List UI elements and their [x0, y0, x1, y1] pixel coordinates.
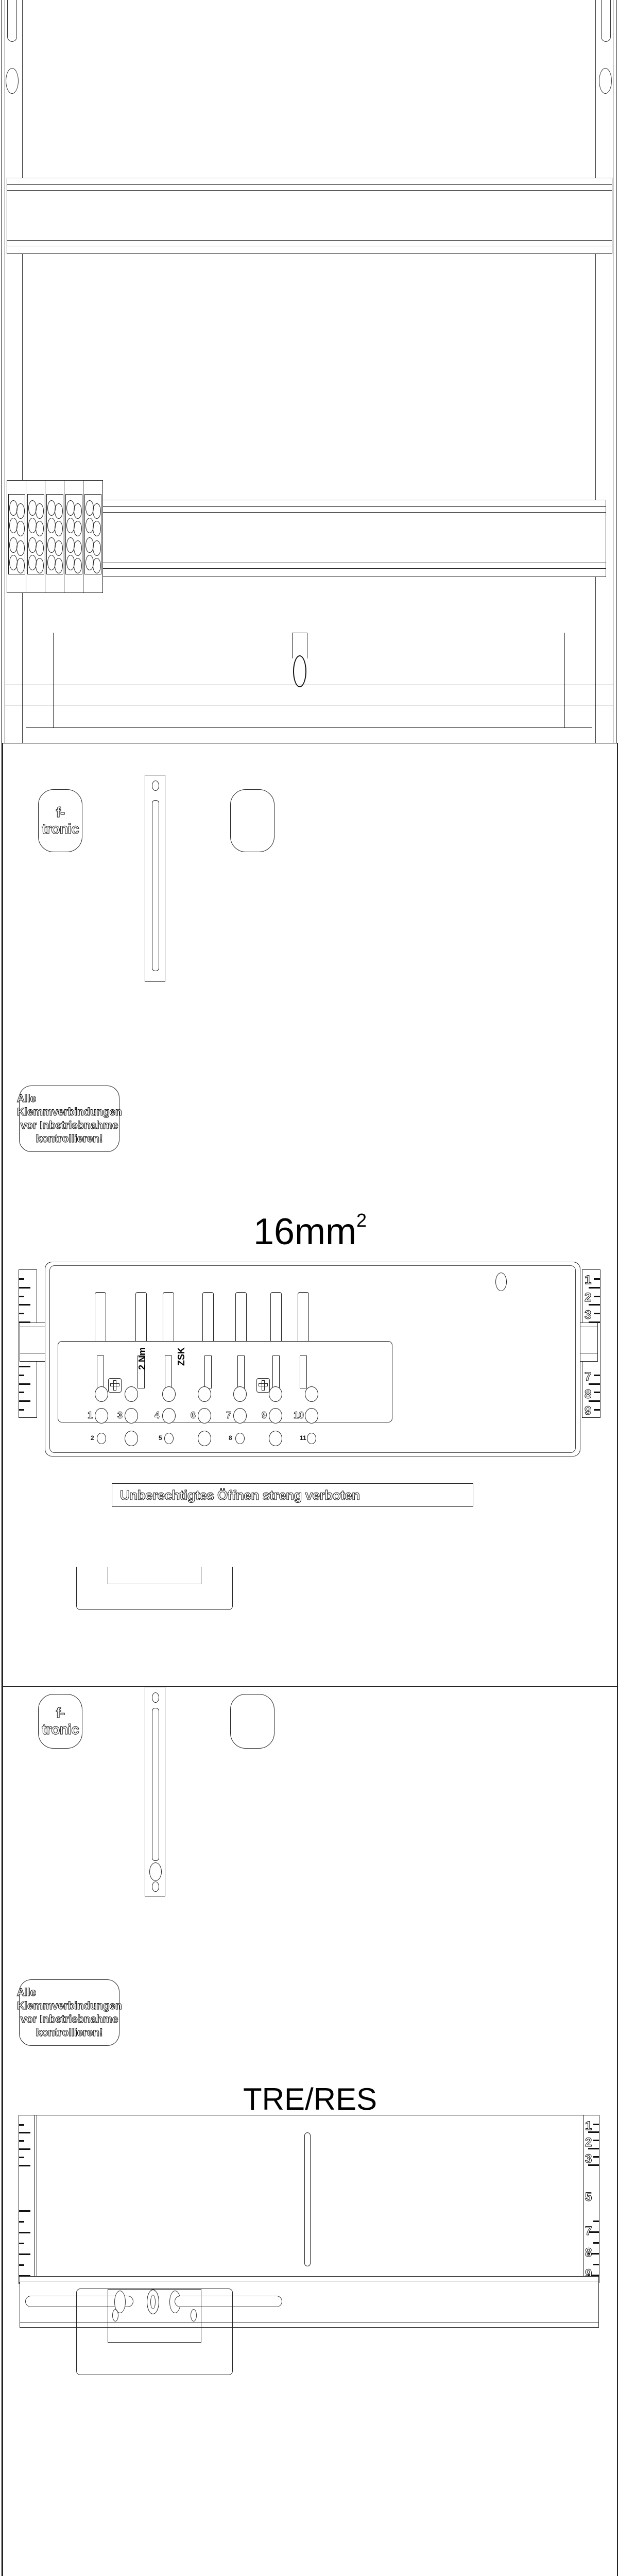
warning-plate: Alle Klemmverbindungen vor Inbetriebnahm…	[16, 1979, 122, 2046]
terminal-number: 8	[229, 1434, 232, 1442]
brand-logo: f-tronic	[42, 1705, 80, 1738]
cover-plate	[76, 1567, 233, 1610]
terminal-number: 6	[191, 1410, 196, 1420]
warning-line-3: kontrollieren!	[36, 2026, 103, 2039]
scale-number: 8	[585, 2246, 592, 2260]
mounting-hole-top-left	[6, 68, 19, 94]
terminal-module	[45, 480, 65, 593]
notice-strip: Unberechtigtes Öffnen streng verboten	[112, 1483, 473, 1507]
warning-line-2: vor Inbetriebnahme	[20, 2013, 118, 2025]
contact-pin	[135, 1292, 147, 1343]
contact-pin	[235, 1292, 247, 1343]
terminal-module	[26, 480, 46, 593]
warning-plate: Alle Klemmverbindungen vor Inbetriebnahm…	[16, 1086, 122, 1152]
cross-section-superscript: 2	[356, 1210, 367, 1231]
brand-plate: f-tronic	[38, 1694, 82, 1749]
socket-round-hole	[495, 1273, 507, 1291]
mounting-slot-strip	[145, 775, 165, 982]
scale-number: 2	[584, 1291, 592, 1304]
mounting-slot-strip	[145, 1687, 165, 1896]
tre-res-panel: f-tronic Alle Klemmverbindungen vor Inbe…	[2, 1686, 618, 2576]
warning-line-1: Alle Klemmverbindungen	[16, 1986, 122, 2012]
notice-text: Unberechtigtes Öffnen streng verboten	[119, 1487, 360, 1503]
scale-number: 7	[584, 1370, 592, 1384]
cross-section-label: 16mm2	[3, 1210, 617, 1252]
tre-res-title: TRE/RES	[243, 2082, 377, 2116]
tre-cover-plate	[76, 2289, 233, 2375]
contact-pin	[298, 1292, 309, 1343]
blank-plate	[230, 1694, 274, 1749]
contact-pin	[95, 1292, 106, 1343]
contact-pin	[163, 1292, 174, 1343]
torque-label: 2 Nm	[137, 1347, 147, 1370]
scale-number: 1	[585, 2119, 592, 2133]
terminal-module	[64, 480, 84, 593]
fixing-screw	[108, 1378, 122, 1393]
scale-number: 3	[585, 2152, 592, 2166]
terminal-number: 1	[88, 1410, 93, 1420]
contact-pin	[270, 1292, 282, 1343]
scale-number: 1	[584, 1273, 592, 1287]
upper-section	[0, 0, 618, 742]
terminal-number: 5	[159, 1434, 162, 1442]
scale-number: 2	[585, 2136, 592, 2149]
din-rail	[7, 500, 606, 577]
cross-section-value: 16mm	[253, 1211, 356, 1252]
center-mount-clip	[292, 633, 307, 658]
upper-base-strip	[5, 685, 613, 705]
terminal-number: 3	[117, 1410, 123, 1420]
scale-number: 5	[585, 2190, 592, 2204]
right-scale: 1 2 3 5 7 8 9	[584, 2115, 599, 2283]
stepped-bracket	[26, 633, 592, 728]
socket-type-label: ZSK	[176, 1347, 186, 1366]
meter-panel: f-tronic Alle Klemmverbindungen vor Inbe…	[2, 743, 618, 1687]
terminal-module	[7, 480, 27, 593]
warning-line-1: Alle Klemmverbindungen	[16, 1092, 122, 1118]
terminal-block	[7, 480, 104, 593]
tre-mount-frame	[19, 2115, 599, 2283]
fixing-screw	[256, 1378, 270, 1393]
center-mount-hole	[293, 655, 306, 687]
rail-slot-top-right	[601, 0, 611, 42]
mounting-hole-top-right	[599, 68, 612, 94]
contact-pin	[202, 1292, 214, 1343]
rail-slot-top-left	[7, 0, 17, 42]
brand-logo: f-tronic	[42, 804, 80, 837]
brand-plate: f-tronic	[38, 789, 82, 852]
scale-number: 9	[584, 1404, 592, 1418]
terminal-number: 4	[154, 1410, 160, 1420]
terminal-module	[83, 480, 103, 593]
scale-number: 3	[584, 1308, 592, 1322]
scale-number: 7	[585, 2224, 592, 2238]
terminal-number: 9	[262, 1410, 267, 1420]
warning-line-3: kontrollieren!	[36, 1132, 103, 1145]
blank-plate	[230, 789, 274, 852]
terminal-number: 2	[91, 1434, 94, 1442]
upper-cross-rail	[7, 178, 612, 254]
meter-socket: 2 Nm ZSK 1 3 4 6 7 9 10 2 5 8 1	[44, 1264, 580, 1454]
terminal-number: 11	[300, 1434, 306, 1442]
terminal-number: 7	[226, 1410, 232, 1420]
warning-line-2: vor Inbetriebnahme	[20, 1119, 118, 1131]
terminal-number: 10	[294, 1410, 304, 1420]
scale-number: 8	[584, 1387, 592, 1401]
